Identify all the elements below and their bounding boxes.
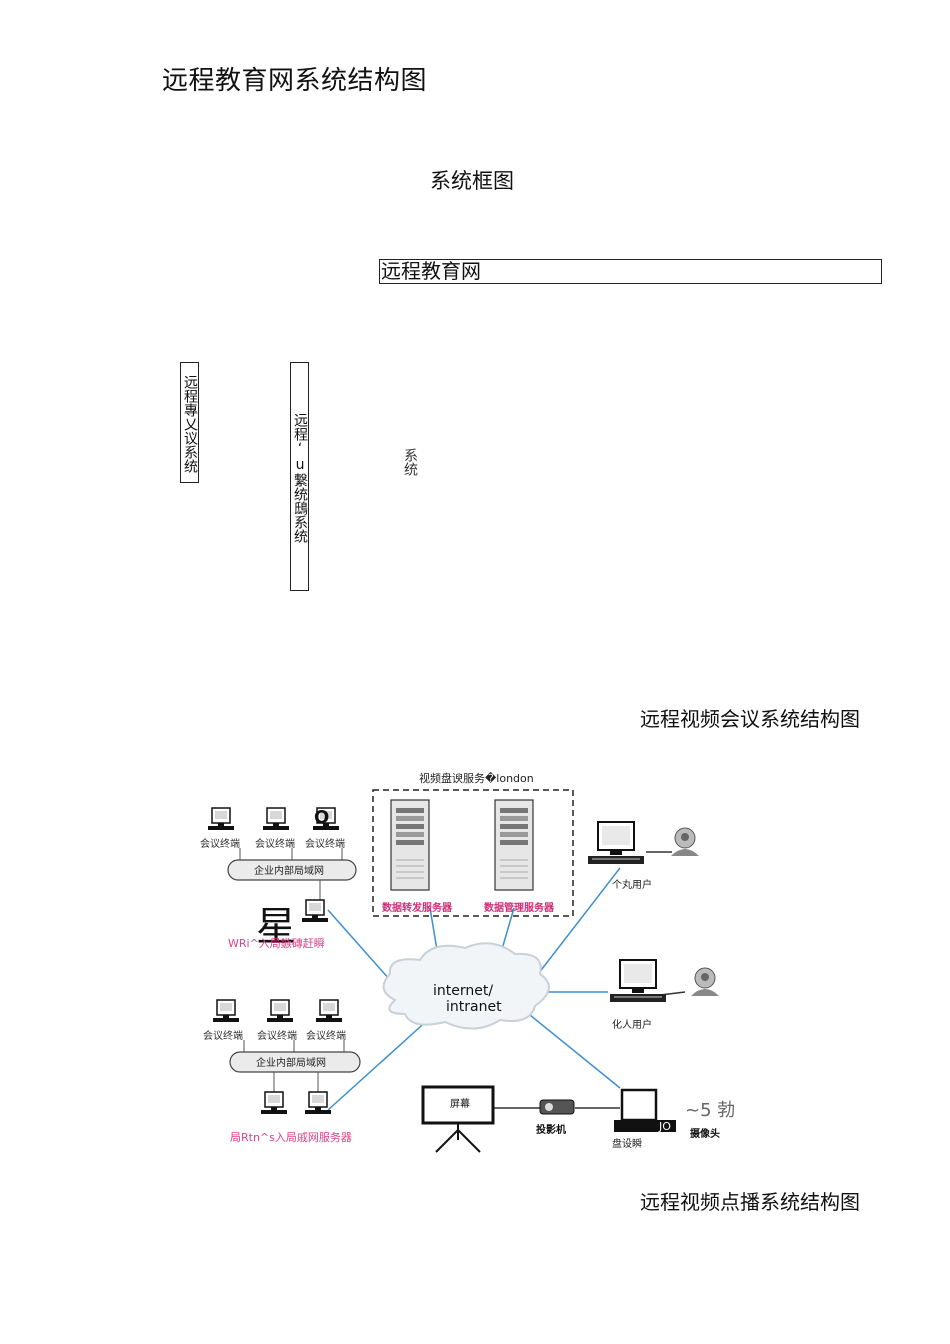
projector-label: 投影机	[536, 1123, 566, 1136]
overlay-text: JO	[658, 1120, 671, 1133]
user-computer-icon	[609, 959, 667, 1003]
cloud-label-intranet: intranet	[446, 999, 502, 1015]
vertical-box-video-conference: 远程專乂议系统	[180, 362, 199, 483]
frame-diagram-title: 系统框图	[430, 169, 514, 193]
lan-server-icon	[260, 1091, 288, 1115]
overlay-char: 星	[256, 904, 296, 950]
terminal-label: 会议终端	[305, 837, 345, 850]
lan-label: 企业内部局域网	[256, 1056, 326, 1069]
vertical-box-vod: 远程‘u繋统鴟系统	[290, 362, 309, 591]
terminal-icon	[315, 999, 343, 1023]
terminal-label: 会议终端	[306, 1029, 346, 1042]
lan-label: 企业内部局域网	[254, 864, 324, 877]
user-1-label: 个丸用户	[612, 878, 652, 891]
vod-caption: 远程视频点播系统结构图	[640, 1190, 860, 1214]
internet-cloud	[382, 942, 550, 1030]
lan-server-label-bottom: 局Rtn^s入局戚网服务器	[230, 1131, 352, 1144]
lower-lan-group: 会议终端 会议终端 会议终端 企业内部局域网 局Rtn^s入局戚网服务器	[203, 999, 361, 1144]
recorder-icon	[620, 1088, 658, 1122]
server-group-box	[372, 789, 574, 917]
overlay-text: ~5 勃	[685, 1100, 735, 1121]
terminal-icon	[212, 999, 240, 1023]
terminal-icon	[266, 999, 294, 1023]
terminal-label: 会议终端	[200, 837, 240, 850]
recorder-label: 盘设瞬	[612, 1137, 642, 1150]
terminal-label: 会议终端	[255, 837, 295, 850]
overlay-char: Q	[314, 807, 329, 828]
lan-pipe	[229, 1051, 361, 1073]
terminal-label: 会议终端	[257, 1029, 297, 1042]
forward-server-icon	[390, 799, 430, 891]
terminal-icon	[207, 807, 235, 831]
server-group-label: 视频盘谀服务�london	[419, 771, 534, 785]
headset-icon	[690, 967, 720, 997]
terminal-icon	[262, 807, 290, 831]
cloud-label-internet: internet/	[433, 983, 493, 999]
video-conference-caption: 远程视频会议系统结构图	[640, 707, 860, 731]
upper-lan-group: 会议终端 会议终端 会议终端 Q 企业内部局域网 星 WRi^入局鏃磚赶瞬	[200, 807, 357, 950]
network-box: 远程教育网	[379, 259, 882, 284]
user-computer-icon	[587, 821, 645, 865]
lan-pipe	[227, 859, 357, 881]
screen-label: 屏幕	[450, 1097, 470, 1110]
server-2-label: 数据管理服务器	[484, 901, 555, 914]
vertical-label-system: 系统	[402, 448, 418, 476]
terminal-label: 会议终端	[203, 1029, 243, 1042]
manage-server-icon	[494, 799, 534, 891]
lan-server-label-top: WRi^入局鏃磚赶瞬	[228, 936, 325, 950]
lan-server-icon	[301, 899, 329, 923]
headset-icon	[670, 827, 700, 857]
network-structure-diagram: 视频盘谀服务�london 数据转发服务器 数据管理服务器 会议终端 会议终端 …	[200, 771, 735, 1153]
lan-server-icon	[304, 1091, 332, 1115]
camera-label: 摄像头	[690, 1127, 720, 1140]
document-title: 远程教育网系统结构图	[162, 66, 428, 96]
server-1-label: 数据转发服务器	[382, 901, 453, 914]
user-2-label: 化人用户	[612, 1018, 652, 1031]
